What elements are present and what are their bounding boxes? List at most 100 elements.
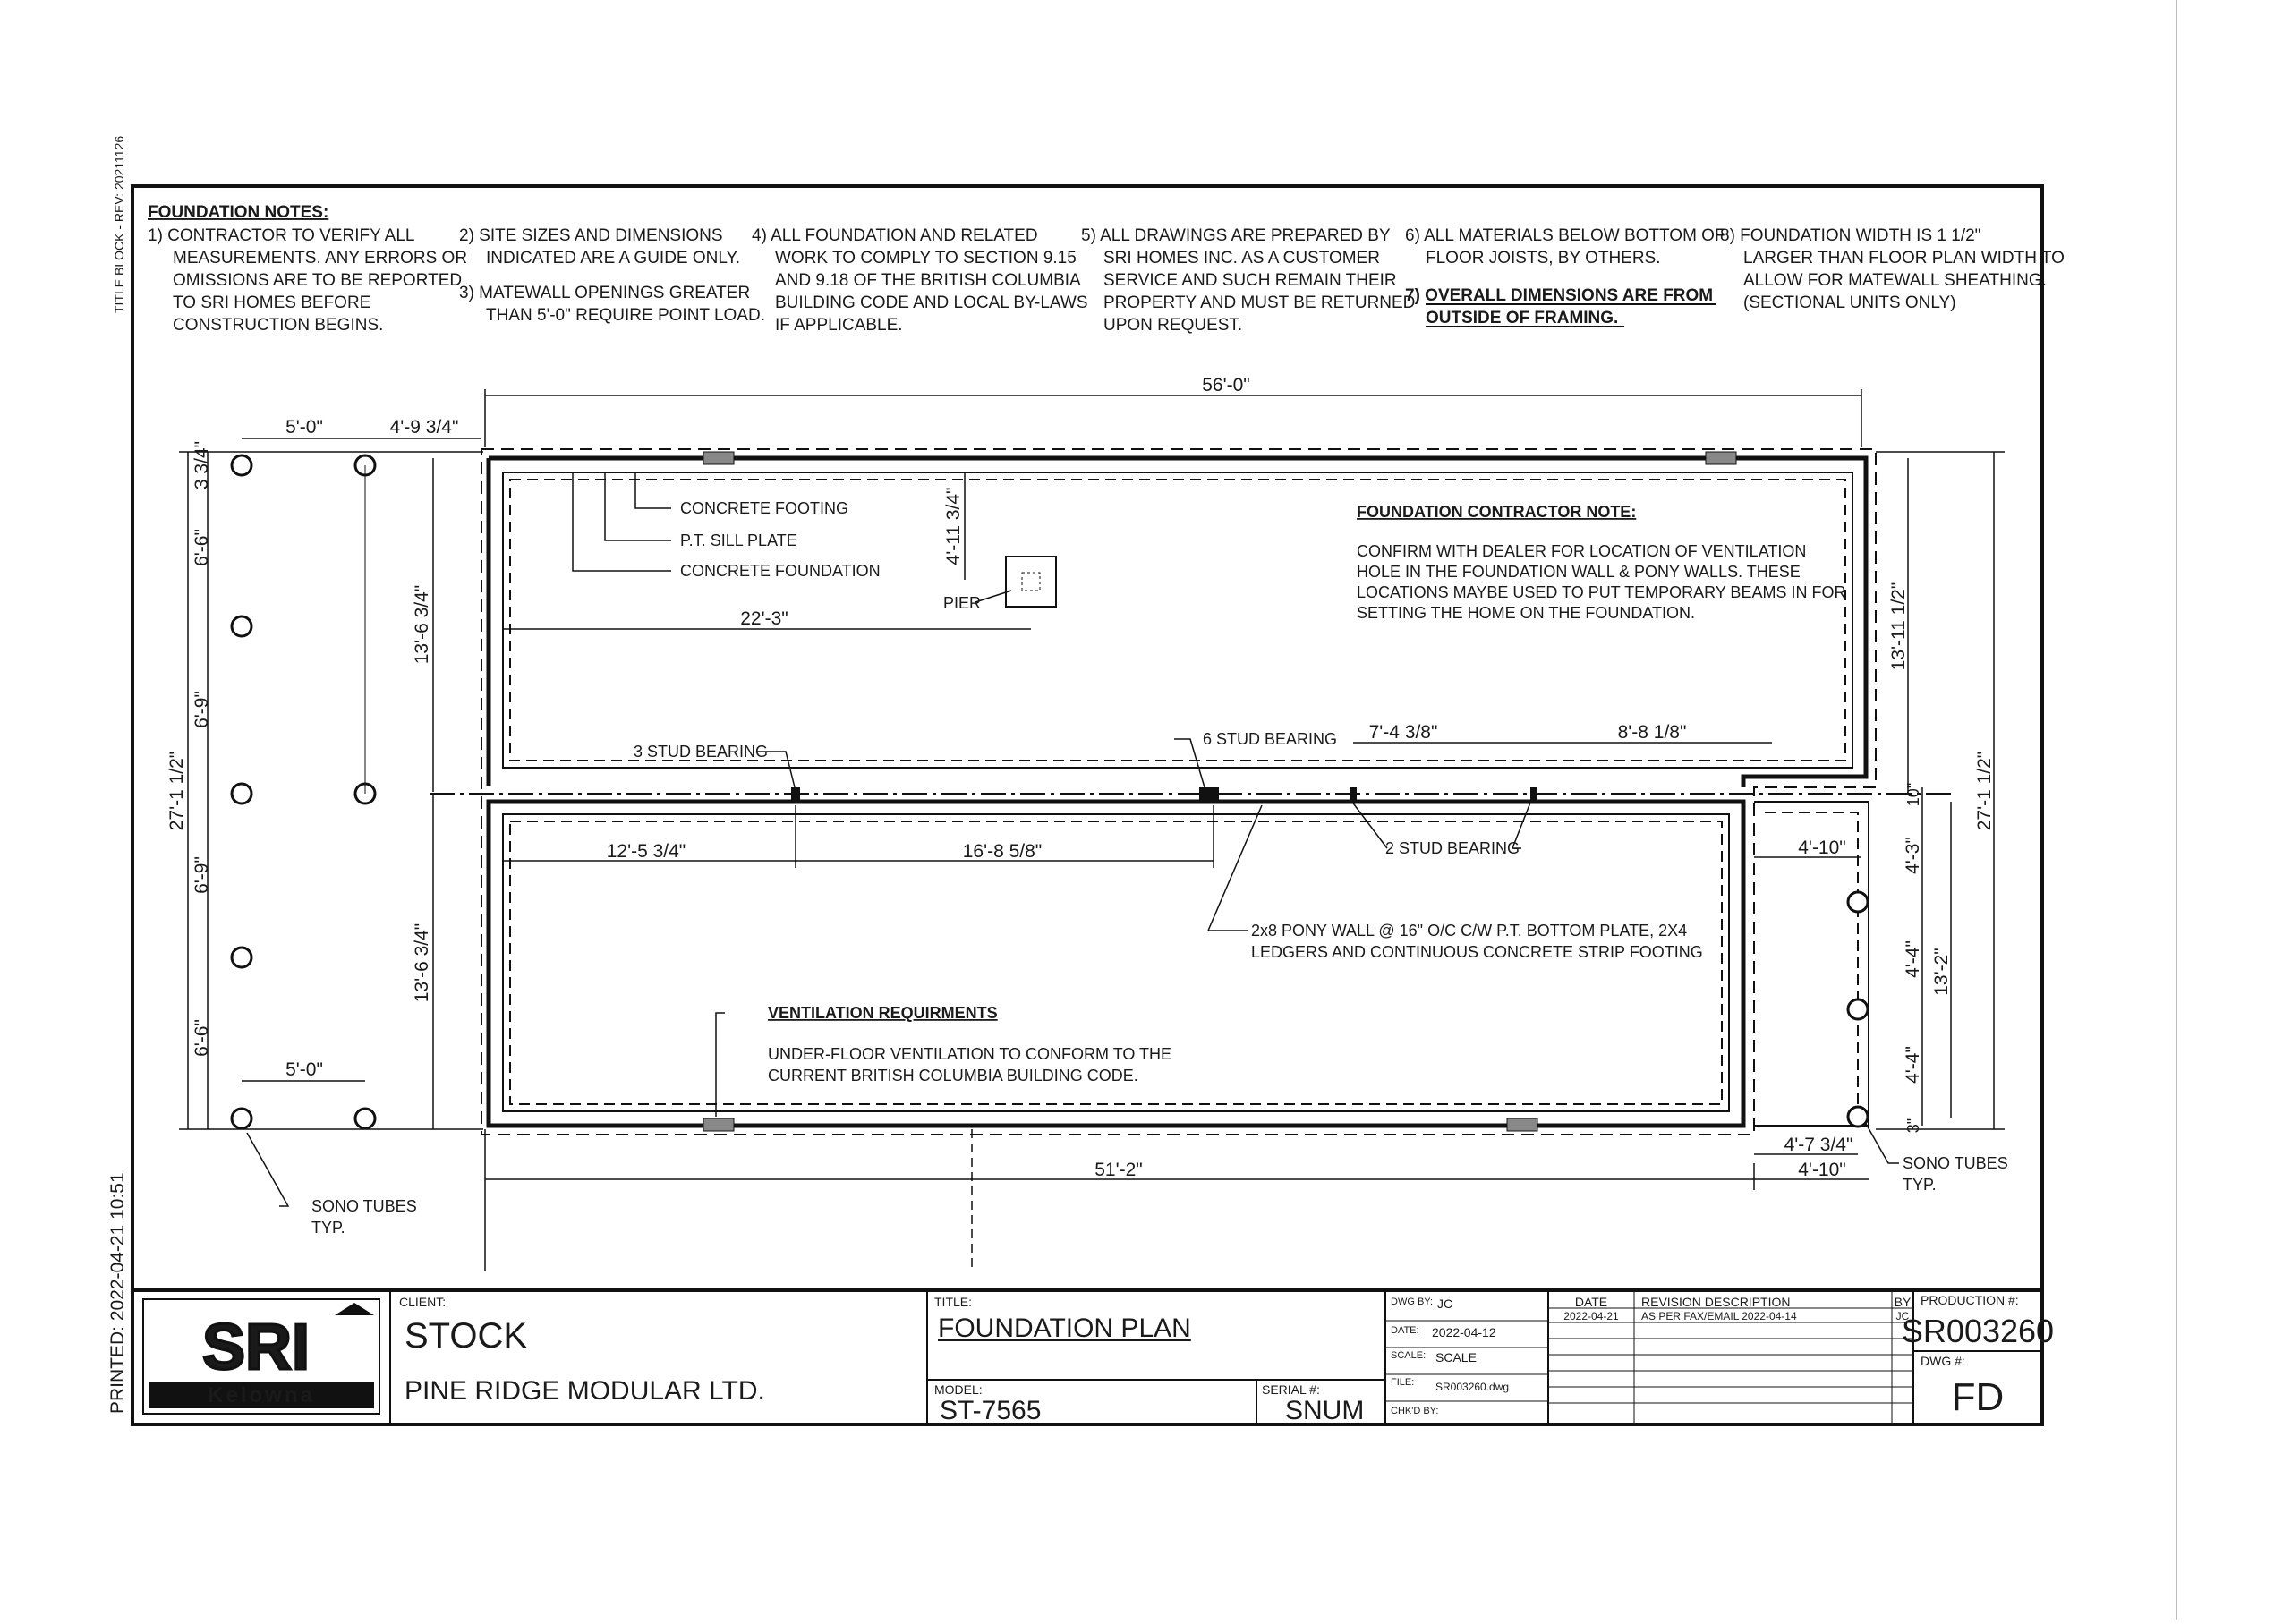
label-pier: PIER: [943, 594, 981, 612]
dim-left-6-6-b: 6'-6": [192, 1019, 212, 1057]
note-1-line-5: CONSTRUCTION BEGINS.: [173, 316, 383, 335]
rev-desc-header: REVISION DESCRIPTION: [1641, 1295, 1790, 1309]
note-6-line-1: 6) ALL MATERIALS BELOW BOTTOM OF: [1405, 226, 1725, 245]
sono-tubes-right: [1846, 890, 1869, 1128]
pony-wall-line-1: 2x8 PONY WALL @ 16" O/C C/W P.T. BOTTOM …: [1251, 922, 1687, 940]
sono-right-line-1: SONO TUBES: [1903, 1154, 2008, 1172]
scale-value: SCALE: [1435, 1350, 1477, 1365]
model-label: MODEL:: [934, 1382, 983, 1397]
sono-tubes-left: [230, 454, 377, 1130]
plan-labels: 56'-0" 51'-2" 5'-0" 4'-9 3/4" 5'-0" 3 3/…: [166, 375, 2008, 1237]
dim-tube-spacing-bottom: 5'-0": [285, 1059, 323, 1080]
note-4-line-5: IF APPLICABLE.: [775, 316, 903, 335]
note-4-line-2: WORK TO COMPLY TO SECTION 9.15: [775, 249, 1077, 268]
label-6-stud-bearing: 6 STUD BEARING: [1203, 730, 1337, 748]
dim-pier-x: 22'-3": [740, 608, 788, 629]
note-1-line-4: TO SRI HOMES BEFORE: [173, 293, 370, 312]
note-4-line-3: AND 9.18 OF THE BRITISH COLUMBIA: [775, 271, 1081, 290]
dim-left-6-9-a: 6'-9": [192, 691, 212, 728]
rev-date-header: DATE: [1575, 1295, 1607, 1309]
leader-lines: [246, 472, 1899, 1207]
dim-half-bottom: 13'-6 3/4": [412, 923, 432, 1003]
note-8-line-4: (SECTIONAL UNITS ONLY): [1743, 293, 1956, 312]
rev-row-desc: AS PER FAX/EMAIL 2022-04-14: [1641, 1310, 1797, 1322]
dim-left-total: 27'-1 1/2": [166, 752, 187, 831]
dim-right-13-2: 13'-2": [1931, 948, 1952, 996]
contractor-note-line-4: SETTING THE HOME ON THE FOUNDATION.: [1357, 604, 1695, 622]
label-3-stud-bearing: 3 STUD BEARING: [634, 743, 768, 761]
ventilation-line-1: UNDER-FLOOR VENTILATION TO CONFORM TO TH…: [768, 1045, 1171, 1063]
dwg-by-label: DWG BY:: [1391, 1297, 1433, 1307]
dimension-lines: [179, 389, 2005, 1271]
title-value: FOUNDATION PLAN: [938, 1314, 1191, 1343]
contractor-note-line-2: HOLE IN THE FOUNDATION WALL & PONY WALLS…: [1357, 563, 1801, 581]
dim-bearing-c: 7'-4 3/8": [1369, 722, 1438, 743]
logo-text: SRI: [202, 1312, 310, 1383]
dim-tube-offset-top: 4'-9 3/4": [390, 417, 459, 438]
contractor-note-line-3: LOCATIONS MAYBE USED TO PUT TEMPORARY BE…: [1357, 583, 1845, 601]
note-1-line-3: OMISSIONS ARE TO BE REPORTED: [173, 271, 462, 290]
chkd-by-label: CHK'D BY:: [1391, 1406, 1438, 1416]
note-1-line-1: 1) CONTRACTOR TO VERIFY ALL: [148, 226, 414, 245]
dim-right-upper: 13'-11 1/2": [1888, 582, 1909, 671]
note-3-line-1: 3) MATEWALL OPENINGS GREATER: [459, 284, 750, 302]
rev-row-date: 2022-04-21: [1563, 1310, 1619, 1322]
date-label: DATE:: [1391, 1325, 1419, 1336]
title-block-rev-label: TITLE BLOCK - REV: 20211126: [112, 136, 126, 313]
foundation-notes: FOUNDATION NOTES: 1) CONTRACTOR TO VERIF…: [148, 203, 2065, 335]
ventilation-title: VENTILATION REQUIRMENTS: [768, 1004, 998, 1022]
serial-label: SERIAL #:: [1262, 1382, 1320, 1397]
dwg-by-value: JC: [1437, 1297, 1452, 1311]
dim-left-6-6-a: 6'-6": [192, 529, 212, 566]
dim-right-4-4-b: 4'-4": [1903, 1046, 1923, 1084]
dim-half-top: 13'-6 3/4": [412, 585, 432, 665]
dim-right-total: 27'-1 1/2": [1974, 752, 1995, 831]
note-8-line-1: 8) FOUNDATION WIDTH IS 1 1/2": [1720, 226, 1980, 245]
dim-right-4-4-a: 4'-4": [1903, 940, 1923, 978]
production-value: SR003260: [1902, 1313, 2054, 1349]
dim-bearing-d: 8'-8 1/8": [1618, 722, 1687, 743]
dim-right-4-3: 4'-3": [1903, 837, 1923, 874]
ventilation-line-2: CURRENT BRITISH COLUMBIA BUILDING CODE.: [768, 1067, 1138, 1084]
dim-notch-a: 4'-7 3/4": [1784, 1135, 1853, 1155]
serial-value: SNUM: [1285, 1396, 1364, 1425]
rev-by-header: BY: [1895, 1295, 1912, 1309]
sri-kelowna-logo: SRI Kelowna: [142, 1298, 380, 1415]
label-sill-plate: P.T. SILL PLATE: [680, 531, 797, 549]
rev-row-by: JC: [1896, 1310, 1910, 1322]
file-value: SR003260.dwg: [1435, 1381, 1509, 1393]
pony-wall-line-2: LEDGERS AND CONTINUOUS CONCRETE STRIP FO…: [1251, 943, 1703, 961]
label-2-stud-bearing: 2 STUD BEARING: [1385, 839, 1520, 857]
dim-tube-spacing-top: 5'-0": [285, 417, 323, 438]
note-5-line-1: 5) ALL DRAWINGS ARE PREPARED BY: [1081, 226, 1391, 245]
note-4-line-4: BUILDING CODE AND LOCAL BY-LAWS: [775, 293, 1088, 312]
date-value: 2022-04-12: [1432, 1325, 1496, 1339]
printed-timestamp: PRINTED: 2022-04-21 10:51: [107, 1172, 128, 1414]
note-2-line-1: 2) SITE SIZES AND DIMENSIONS: [459, 226, 723, 245]
label-concrete-foundation: CONCRETE FOUNDATION: [680, 562, 881, 580]
pier-box: [1005, 556, 1057, 608]
bearing-points: [791, 787, 1537, 800]
contractor-note-line-1: CONFIRM WITH DEALER FOR LOCATION OF VENT…: [1357, 542, 1806, 560]
dim-overall-bottom: 51'-2": [1094, 1160, 1143, 1180]
note-7-line-2: OUTSIDE OF FRAMING.: [1426, 309, 1618, 327]
dim-notch-width: 4'-10": [1798, 838, 1846, 858]
client-label: CLIENT:: [399, 1295, 446, 1309]
dim-pier-offset: 4'-11 3/4": [943, 488, 964, 565]
label-concrete-footing: CONCRETE FOOTING: [680, 499, 848, 517]
note-7-line-1: 7) OVERALL DIMENSIONS ARE FROM: [1405, 286, 1713, 305]
note-8-line-3: ALLOW FOR MATEWALL SHEATHING.: [1743, 271, 2047, 290]
dim-notch-b: 4'-10": [1798, 1160, 1846, 1180]
contractor-note-title: FOUNDATION CONTRACTOR NOTE:: [1357, 503, 1636, 521]
note-3-line-2: THAN 5'-0" REQUIRE POINT LOAD.: [486, 306, 765, 325]
vent-openings: [703, 451, 1737, 1132]
dwg-no-label: DWG #:: [1921, 1354, 1965, 1368]
dim-right-10: 10": [1904, 783, 1922, 806]
dim-left-3-3-4: 3 3/4": [192, 441, 212, 489]
note-6-line-2: FLOOR JOISTS, BY OTHERS.: [1426, 249, 1661, 268]
notes-title: FOUNDATION NOTES:: [148, 203, 328, 222]
sono-right-line-2: TYP.: [1903, 1176, 1937, 1194]
dwg-no-value: FD: [1952, 1375, 2005, 1419]
